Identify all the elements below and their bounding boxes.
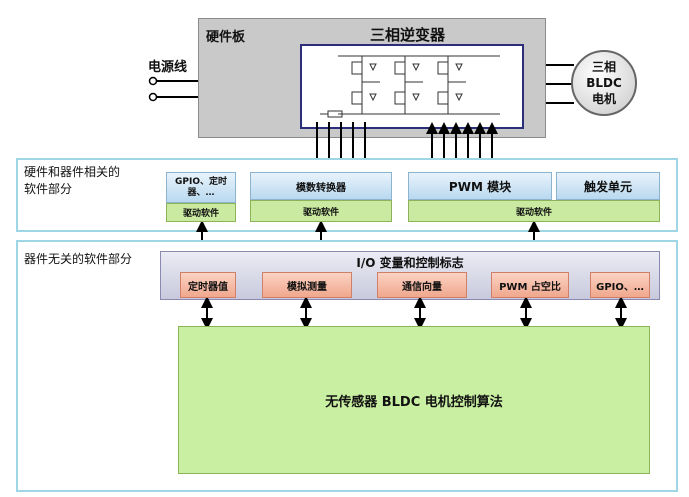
- hw-software-label: 硬件和器件相关的 软件部分: [24, 164, 120, 198]
- io-item-pwm-duty: PWM 占空比: [491, 272, 569, 298]
- gpio-driver: 驱动软件: [166, 203, 236, 222]
- gpio-timer-line2: 器、…: [187, 187, 215, 198]
- inverter-label: 三相逆变器: [370, 26, 446, 44]
- indep-software-label: 器件无关的软件部分: [24, 252, 133, 266]
- hw-software-label-line2: 软件部分: [24, 182, 73, 196]
- hardware-board-label: 硬件板: [206, 30, 246, 45]
- pwm-trigger-driver: 驱动软件: [408, 200, 660, 222]
- io-algo-arrows: [201, 298, 627, 330]
- power-line-wires: [148, 76, 198, 102]
- io-flags-label: I/O 变量和控制标志: [356, 255, 464, 270]
- bldc-control-algorithm: 无传感器 BLDC 电机控制算法: [178, 326, 650, 474]
- gpio-timer-line1: GPIO、定时: [175, 176, 227, 187]
- gpio-timer-module: GPIO、定时 器、…: [166, 172, 236, 203]
- trigger-unit: 触发单元: [556, 172, 660, 200]
- power-line-label: 电源线: [148, 60, 188, 75]
- pwm-module: PWM 模块: [408, 172, 552, 200]
- io-item-gpio: GPIO、…: [590, 272, 650, 298]
- adc-driver: 驱动软件: [250, 200, 392, 222]
- io-item-timer-value: 定时器值: [180, 272, 236, 298]
- bldc-motor: 三相 BLDC 电机: [571, 50, 637, 116]
- motor-line3: 电机: [591, 92, 616, 106]
- hw-software-label-line1: 硬件和器件相关的: [24, 165, 121, 179]
- inverter-schematic: [320, 55, 500, 118]
- adc-module: 模数转换器: [250, 172, 392, 200]
- io-item-comm-vector: 通信向量: [377, 272, 467, 298]
- io-item-analog-measure: 模拟测量: [262, 272, 352, 298]
- motor-wires: [546, 64, 574, 104]
- motor-line2: BLDC: [586, 76, 622, 90]
- motor-line1: 三相: [591, 60, 616, 74]
- inverter-box: [300, 44, 524, 129]
